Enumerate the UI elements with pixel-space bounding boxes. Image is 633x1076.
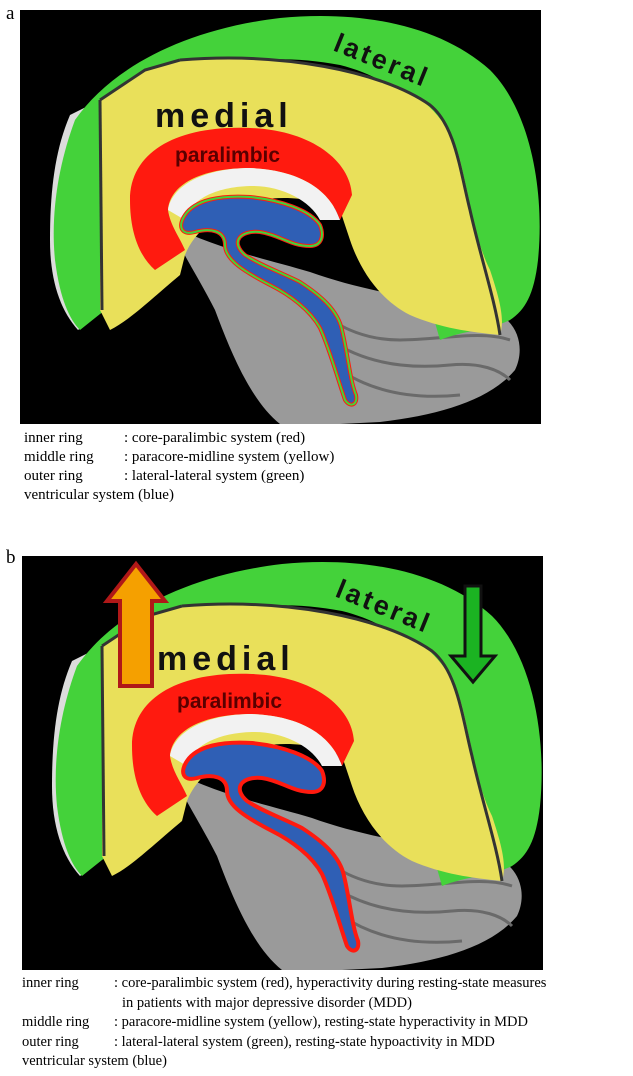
label-paralimbic: paralimbic <box>177 690 282 713</box>
legend-description: in patients with major depressive disord… <box>122 994 412 1014</box>
label-medial: medial <box>157 640 295 678</box>
label-paralimbic: paralimbic <box>175 144 280 167</box>
legend-row: outer ring : lateral-lateral system (gre… <box>24 467 334 486</box>
legend-row: middle ring : paracore-midline system (y… <box>22 1013 546 1033</box>
panel-a-letter: a <box>6 4 14 23</box>
legend-term: inner ring <box>24 429 124 448</box>
legend-term: ventricular system (blue) <box>22 1052 167 1072</box>
legend-row: ventricular system (blue) <box>24 486 334 505</box>
legend-description: : lateral-lateral system (green), restin… <box>114 1033 495 1053</box>
legend-row: outer ring : lateral-lateral system (gre… <box>22 1033 546 1053</box>
legend-row: inner ring : core-paralimbic system (red… <box>24 429 334 448</box>
legend-term: inner ring <box>22 974 114 994</box>
legend-description: : paracore-midline system (yellow) <box>124 448 334 467</box>
legend-row: inner ring : core-paralimbic system (red… <box>22 974 546 994</box>
panel-a-brain-figure: medial paralimbic lateral <box>20 10 541 424</box>
panel-a-legend: inner ring : core-paralimbic system (red… <box>24 429 334 505</box>
legend-term: ventricular system (blue) <box>24 486 174 505</box>
legend-term: outer ring <box>22 1033 114 1053</box>
legend-row: in patients with major depressive disord… <box>22 994 546 1014</box>
legend-description: : core-paralimbic system (red), hyperact… <box>114 974 546 994</box>
legend-row: middle ring : paracore-midline system (y… <box>24 448 334 467</box>
legend-description: : paracore-midline system (yellow), rest… <box>114 1013 528 1033</box>
legend-term: middle ring <box>24 448 124 467</box>
panel-b-legend: inner ring : core-paralimbic system (red… <box>22 974 546 1072</box>
legend-description: : core-paralimbic system (red) <box>124 429 305 448</box>
panel-b-letter: b <box>6 548 16 567</box>
legend-term <box>22 994 122 1014</box>
legend-term: middle ring <box>22 1013 114 1033</box>
panel-b-brain-figure: medial paralimbic lateral <box>22 556 543 970</box>
legend-row: ventricular system (blue) <box>22 1052 546 1072</box>
legend-term: outer ring <box>24 467 124 486</box>
label-medial: medial <box>155 97 293 135</box>
legend-description: : lateral-lateral system (green) <box>124 467 304 486</box>
